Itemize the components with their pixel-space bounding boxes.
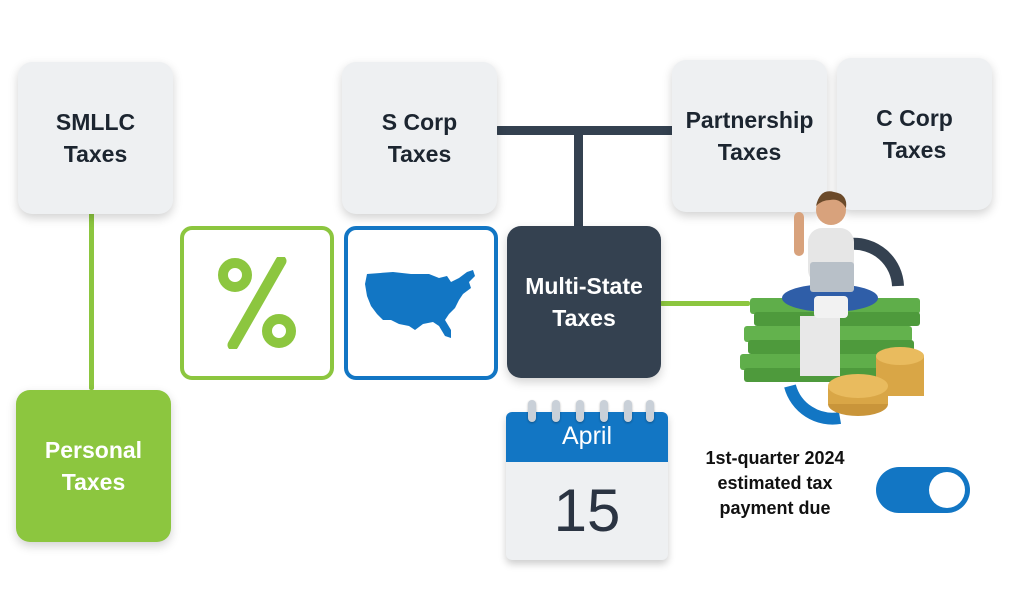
connector-scorp-partnership [496, 126, 674, 135]
ccorp-taxes-label: C Corp Taxes [876, 105, 953, 163]
calendar-ring [600, 400, 608, 422]
ccorp-taxes-card: C Corp Taxes [837, 58, 992, 210]
percent-icon [218, 257, 296, 349]
percent-box [180, 226, 334, 380]
personal-taxes-card: Personal Taxes [16, 390, 171, 542]
calendar-ring [576, 400, 584, 422]
multistate-taxes-card: Multi-State Taxes [507, 226, 661, 378]
multistate-taxes-label: Multi-State Taxes [525, 273, 643, 331]
calendar-icon: April 15 [506, 400, 668, 560]
partnership-taxes-card: Partnership Taxes [672, 60, 827, 212]
calendar-ring [528, 400, 536, 422]
connector-smllc-personal [89, 212, 94, 390]
smllc-taxes-label: SMLLC Taxes [55, 109, 136, 167]
connector-multistate-illustration [660, 301, 750, 306]
calendar-ring [624, 400, 632, 422]
usa-map-box [344, 226, 498, 380]
calendar-month: April [561, 422, 612, 450]
payment-due-notice: 1st-quarter 2024 estimated tax payment d… [705, 448, 845, 518]
payment-due-toggle[interactable] [876, 467, 970, 513]
toggle-knob[interactable] [929, 472, 965, 508]
calendar-body: April 15 [506, 412, 668, 560]
person-on-money-illustration [740, 191, 924, 425]
usa-map-icon [365, 270, 475, 338]
personal-taxes-label: Personal Taxes [44, 437, 143, 495]
calendar-ring [552, 400, 560, 422]
calendar-ring [646, 400, 654, 422]
scorp-taxes-label: S Corp Taxes [381, 109, 458, 167]
connector-vertical-multistate [574, 130, 583, 228]
calendar-day: 15 [553, 477, 621, 544]
partnership-taxes-label: Partnership Taxes [685, 107, 814, 165]
smllc-taxes-card: SMLLC Taxes [18, 62, 173, 214]
scorp-taxes-card: S Corp Taxes [342, 62, 497, 214]
